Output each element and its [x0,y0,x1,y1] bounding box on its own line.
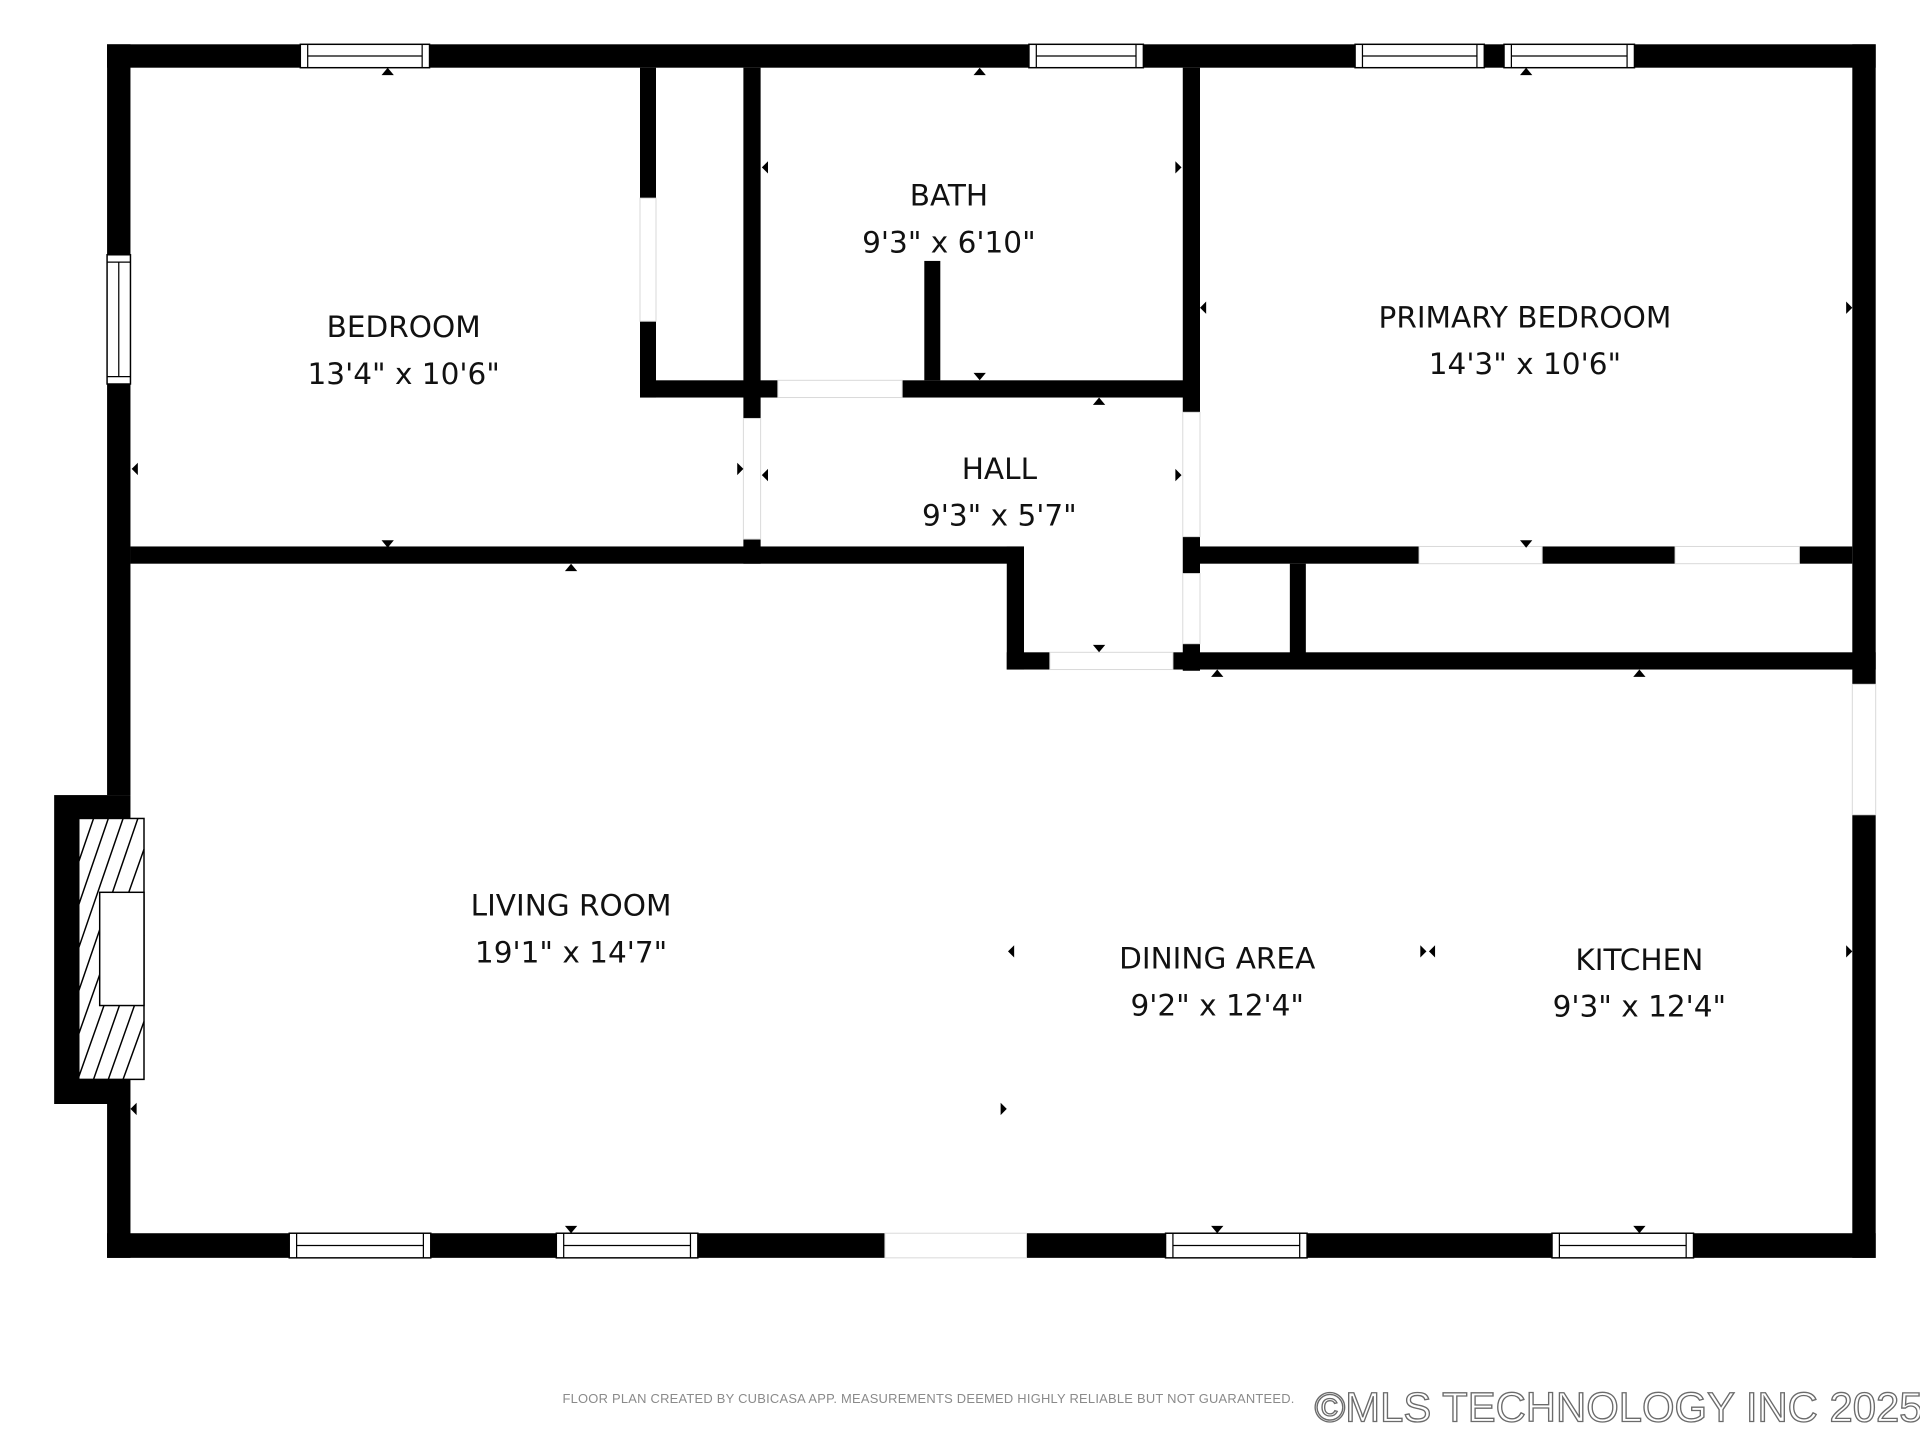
room-dimensions: 9'2" x 12'4" [1130,988,1304,1022]
marker-up-icon [1092,397,1106,405]
marker-right-icon [1000,1102,1007,1116]
marker-down-icon [1633,1225,1646,1234]
marker-up-icon [564,563,578,572]
room-label-hall: HALL 9'3" x 5'7" [922,452,1077,533]
window-icon [1164,1232,1308,1259]
room-label-kitchen: KITCHEN 9'3" x 12'4" [1553,943,1727,1024]
room-name: KITCHEN [1575,943,1703,977]
door-openings [639,197,1877,1259]
window-icon [299,43,431,69]
room-name: DINING AREA [1119,942,1315,976]
marker-right-icon [1175,161,1182,174]
marker-right-icon [1175,468,1182,482]
room-label-bath: BATH 9'3" x 6'10" [862,179,1036,260]
interior-walls [130,67,1876,671]
marker-left-icon [130,1102,137,1116]
window-icon [106,254,132,385]
marker-down-icon [1211,1225,1224,1234]
marker-left-icon [761,468,768,482]
room-name: LIVING ROOM [471,889,672,923]
window-icon [1503,43,1636,69]
room-name: PRIMARY BEDROOM [1379,300,1672,334]
marker-up-icon [1633,669,1646,677]
room-dimensions: 14'3" x 10'6" [1429,347,1621,381]
marker-up-icon [1211,669,1224,677]
room-name: BEDROOM [327,310,481,344]
marker-right-icon [1846,301,1853,314]
room-label-living-room: LIVING ROOM 19'1" x 14'7" [471,889,672,970]
marker-down-icon [973,372,986,381]
room-name: BATH [910,179,988,213]
marker-up-icon [1520,67,1533,76]
copyright-watermark: ©MLS TECHNOLOGY INC 2025 [1314,1384,1920,1431]
marker-down-icon [381,540,394,548]
room-label-bedroom: BEDROOM 13'4" x 10'6" [308,310,500,391]
room-name: HALL [962,452,1038,486]
room-dimensions: 13'4" x 10'6" [308,357,500,391]
marker-right-icon [737,462,744,476]
room-label-primary-bedroom: PRIMARY BEDROOM 14'3" x 10'6" [1379,300,1672,381]
room-dimensions: 9'3" x 12'4" [1553,990,1727,1024]
marker-right-icon [1846,945,1853,958]
window-icon [1354,43,1486,69]
window-icon [1551,1232,1695,1259]
marker-left-icon [1428,945,1436,958]
windows [106,43,1695,1259]
marker-left-icon [131,462,138,476]
room-dimensions: 19'1" x 14'7" [475,935,667,969]
window-icon [1028,43,1145,69]
marker-down-icon [564,1225,578,1234]
marker-up-icon [381,67,394,76]
marker-left-icon [1200,301,1207,314]
marker-left-icon [1008,945,1015,958]
disclaimer-text: FLOOR PLAN CREATED BY CUBICASA APP. MEAS… [562,1391,1294,1406]
marker-down-icon [1520,540,1533,548]
room-label-dining-area: DINING AREA 9'2" x 12'4" [1119,942,1315,1023]
marker-left-icon [761,161,768,174]
fireplace-icon [54,795,145,1104]
marker-up-icon [973,67,986,76]
dimension-markers [130,67,1853,1234]
window-icon [555,1232,699,1259]
marker-down-icon [1092,644,1106,653]
room-dimensions: 9'3" x 5'7" [922,499,1077,533]
window-icon [288,1232,432,1259]
room-dimensions: 9'3" x 6'10" [862,225,1036,259]
marker-right-icon [1420,945,1427,958]
